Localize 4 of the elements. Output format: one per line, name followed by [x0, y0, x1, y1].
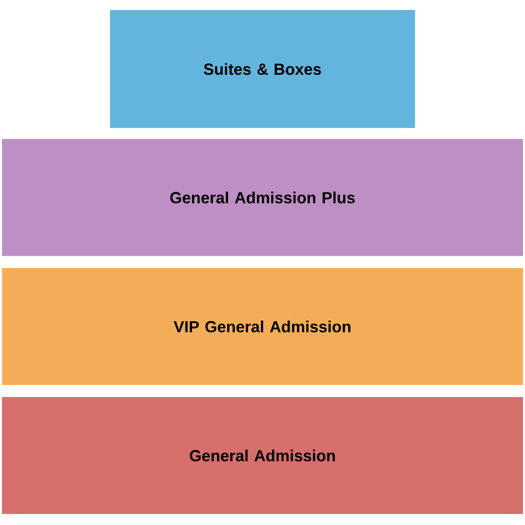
- seating-section: General Admission: [2, 397, 523, 514]
- seating-section: General Admission Plus: [2, 139, 523, 256]
- seating-section: Suites & Boxes: [110, 10, 415, 128]
- seating-section: VIP General Admission: [2, 268, 523, 385]
